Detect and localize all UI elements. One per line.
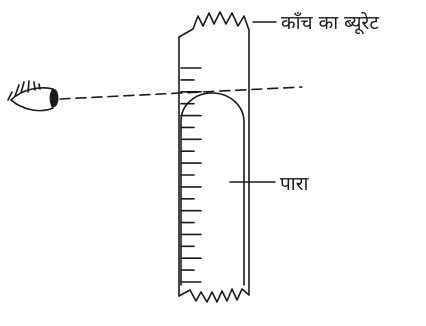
mercury-column <box>180 92 245 286</box>
burette-label: काँच का ब्यूरेट <box>281 11 379 35</box>
burette-outline <box>178 11 250 303</box>
burette-scale <box>180 67 202 283</box>
mercury-label: पारा <box>280 173 309 195</box>
line-of-sight <box>59 86 303 100</box>
eye-icon <box>7 80 59 112</box>
